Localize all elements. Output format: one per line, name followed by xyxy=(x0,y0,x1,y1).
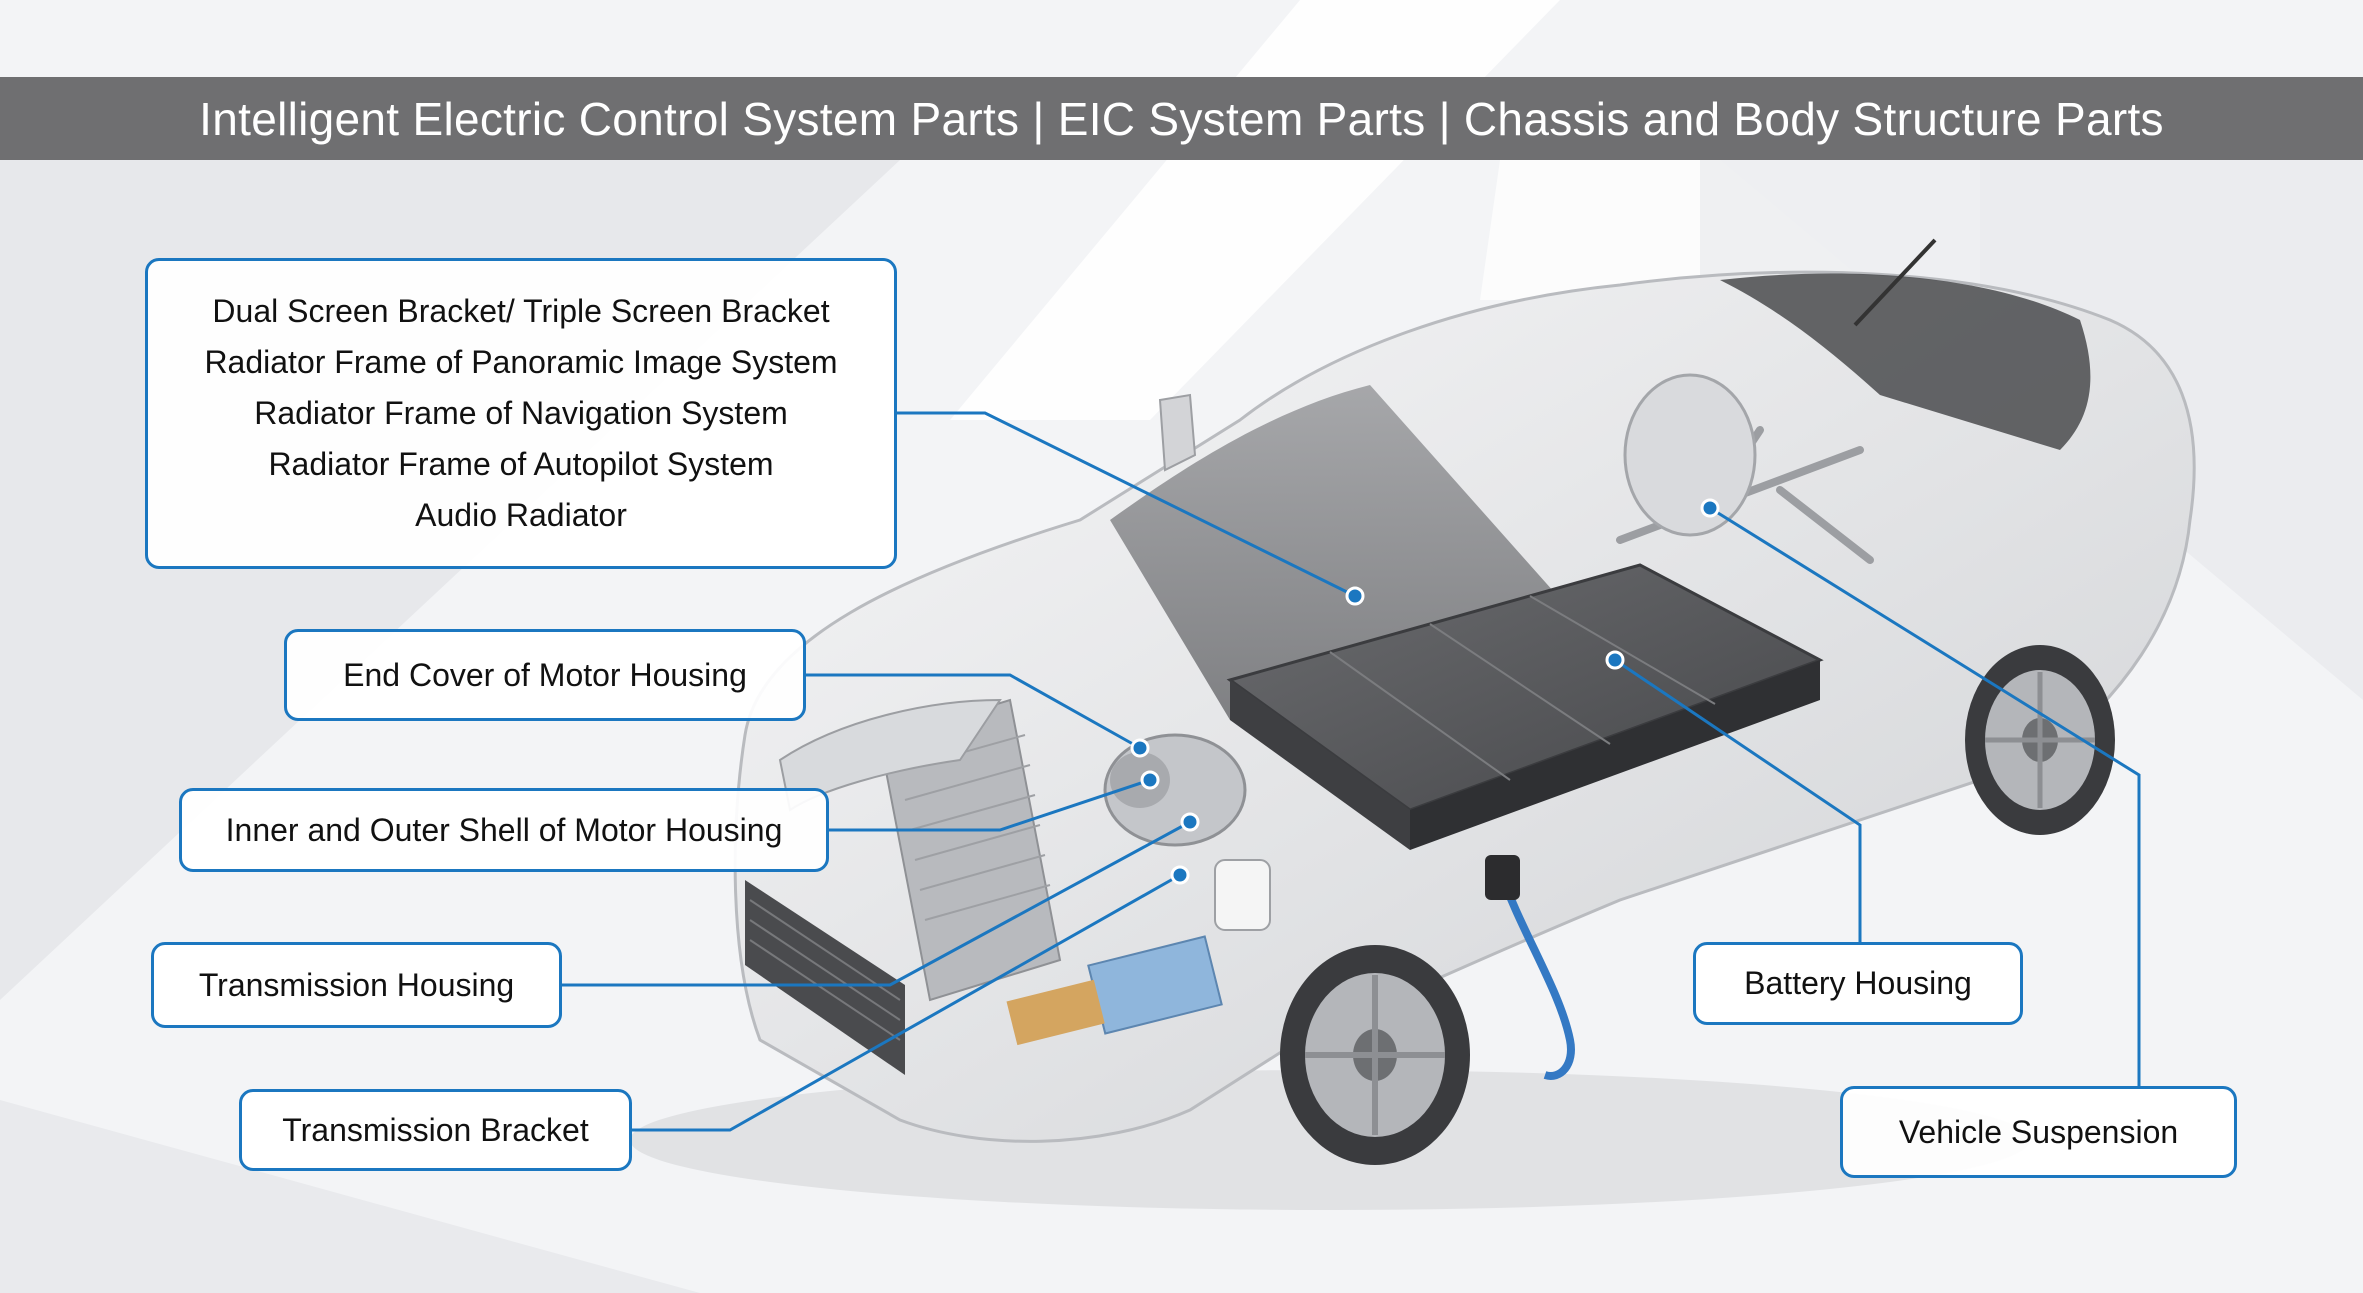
anchor-end-cover xyxy=(1130,738,1150,758)
battery-pack-front xyxy=(1410,660,1820,850)
anchor-transmission-bracket xyxy=(1170,865,1190,885)
callout-end-cover: End Cover of Motor Housing xyxy=(284,629,806,721)
anchor-battery-housing xyxy=(1605,650,1625,670)
battery-cells xyxy=(1329,595,1716,781)
callout-vehicle-suspension: Vehicle Suspension xyxy=(1840,1086,2237,1178)
eic-part-item: Radiator Frame of Autopilot System xyxy=(268,446,774,482)
transmission-bracket-label: Transmission Bracket xyxy=(282,1111,589,1148)
motor-shell-label: Inner and Outer Shell of Motor Housing xyxy=(225,811,783,848)
roof-glass xyxy=(1720,273,2091,450)
leader-transmission-bracket xyxy=(631,873,1181,1132)
coolant-tank xyxy=(1214,859,1271,931)
anchor-dots xyxy=(1130,498,1720,885)
eic-part-item: Radiator Frame of Panoramic Image System xyxy=(204,344,838,380)
charging-cable xyxy=(1496,868,1575,1080)
grille-slats xyxy=(749,899,901,1041)
leader-motor-shell xyxy=(828,778,1151,832)
motor-end-cap xyxy=(1110,752,1170,808)
vehicle-suspension-label: Vehicle Suspension xyxy=(1898,1113,2179,1150)
callout-eic-parts: Dual Screen Bracket/ Triple Screen Brack… xyxy=(145,258,897,569)
charging-plug xyxy=(1485,855,1520,900)
antenna xyxy=(1853,238,1937,327)
header-bar: Intelligent Electric Control System Part… xyxy=(0,77,2363,160)
page-title: Intelligent Electric Control System Part… xyxy=(199,92,2164,145)
battery-pack-side xyxy=(1230,680,1410,850)
end-cover-label: End Cover of Motor Housing xyxy=(343,656,747,693)
callout-motor-shell: Inner and Outer Shell of Motor Housing xyxy=(179,788,829,872)
leader-vehicle-suspension xyxy=(1709,506,2141,1086)
leader-end-cover xyxy=(805,673,1141,750)
callout-transmission-bracket: Transmission Bracket xyxy=(239,1089,632,1171)
eic-part-item: Audio Radiator xyxy=(415,497,627,533)
anchor-transmission-housing xyxy=(1180,812,1200,832)
battery-housing-label: Battery Housing xyxy=(1744,965,1972,1001)
anchor-eic-parts xyxy=(1345,586,1365,606)
rear-wheel-inner xyxy=(1623,373,1757,537)
anchor-vehicle-suspension xyxy=(1700,498,1720,518)
rear-wheel xyxy=(1965,645,2115,835)
leader-battery-housing xyxy=(1614,658,1862,943)
eic-part-item: Dual Screen Bracket/ Triple Screen Brack… xyxy=(212,293,830,329)
eic-part-item: Radiator Frame of Navigation System xyxy=(254,395,788,431)
callout-transmission-housing: Transmission Housing xyxy=(151,942,562,1028)
transmission-housing-label: Transmission Housing xyxy=(198,966,515,1003)
leader-eic-parts xyxy=(896,411,1356,598)
eic-parts-list: Dual Screen Bracket/ Triple Screen Brack… xyxy=(204,286,837,541)
front-grille xyxy=(745,880,905,1075)
anchor-motor-shell xyxy=(1140,770,1160,790)
callout-battery-housing: Battery Housing xyxy=(1693,942,2023,1025)
front-wheel xyxy=(1280,945,1470,1165)
orange-module xyxy=(1006,979,1105,1046)
leader-lines xyxy=(561,411,2141,1132)
leader-transmission-housing xyxy=(561,820,1191,987)
side-mirror xyxy=(1158,393,1197,472)
